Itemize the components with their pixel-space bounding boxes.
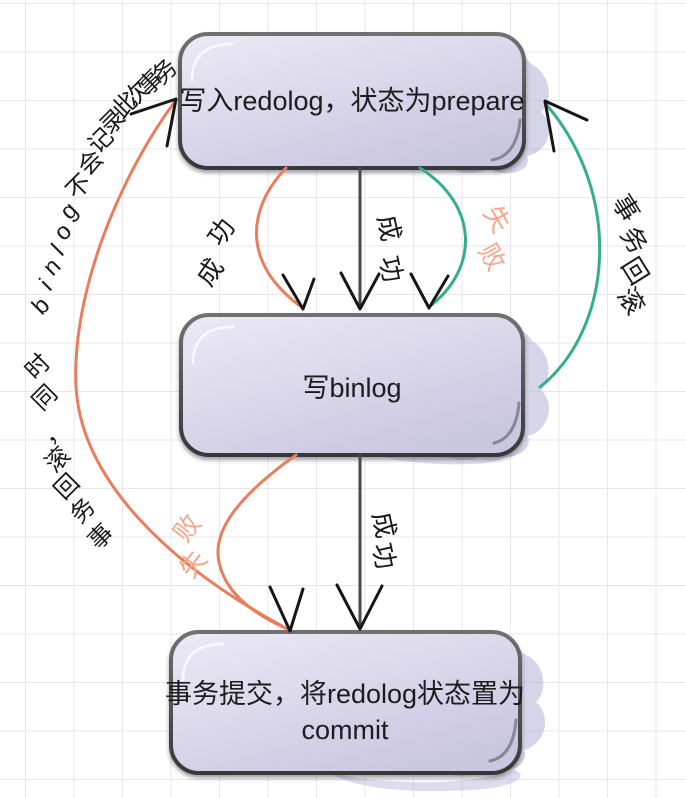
node-commit-box: [169, 630, 522, 775]
edge-label-rollback-no-binlog-char: 滚: [40, 442, 76, 478]
edge-label-prepare-binlog-fail-char: 失: [478, 200, 517, 238]
arrowhead-binlog-rollback: [543, 99, 589, 153]
node-binlog-label: 写binlog: [302, 373, 401, 403]
arrowhead-binlog-commit-fail: [268, 585, 305, 633]
edge-rollback-no-binlog: [74, 98, 284, 628]
edge-label-binlog-commit-fail-char: 败: [167, 509, 207, 548]
node-binlog: 写binlog: [179, 313, 550, 465]
edge-label-prepare-binlog-fail-char: 败: [473, 238, 512, 276]
arrowhead-binlog-commit-straight: [335, 583, 384, 631]
edge-prepare-binlog-fail-curve: [418, 166, 467, 309]
edge-label-prepare-binlog-success-straight-char: 功: [374, 253, 409, 285]
sketch-arc: [490, 118, 522, 162]
node-binlog-box: [179, 313, 525, 457]
sketch-arc: [181, 642, 225, 682]
edge-label-rollback-no-binlog-char: b: [27, 292, 56, 321]
edge-binlog-commit-fail-curve: [216, 453, 298, 632]
node-prepare-box: [178, 32, 526, 170]
arrowhead-prepare-binlog-curve: [281, 273, 316, 311]
edge-label-prepare-binlog-success-curve-char: 成: [190, 253, 229, 292]
arrowhead-prepare-binlog-fail: [409, 272, 450, 310]
edge-label-rollback-no-binlog-char: 时: [20, 349, 56, 385]
edge-binlog-rollback: [538, 101, 602, 389]
arrowhead-rollback-no-binlog: [129, 97, 178, 148]
sketch-arc: [492, 401, 521, 445]
edge-label-rollback-no-binlog-char: ，: [36, 414, 72, 450]
edge-label-binlog-commit-success-char: 功: [367, 540, 402, 572]
sketch-arc: [191, 325, 235, 365]
edge-label-prepare-binlog-success-straight-char: 成: [372, 212, 407, 244]
node-commit: 事务提交，将redolog状态置为 commit: [165, 630, 546, 792]
node-prepare: 写入redolog，状态为prepare: [178, 32, 549, 174]
edge-label-binlog-commit-success-char: 成: [367, 509, 402, 541]
sketch-arc: [190, 42, 234, 82]
node-commit-label-line1: 事务提交，将redolog状态置为: [165, 679, 525, 709]
edge-label-prepare-binlog-success-curve-char: 功: [201, 213, 240, 252]
sketch-arc: [488, 718, 518, 763]
node-commit-blob-tail: [330, 770, 521, 792]
arrowhead-prepare-binlog-straight: [339, 271, 381, 311]
edge-label-binlog-rollback-char: 滚: [611, 282, 650, 320]
node-commit-label-line2: commit: [302, 715, 389, 745]
node-prepare-label: 写入redolog，状态为prepare: [179, 86, 524, 116]
edge-label-rollback-no-binlog-char: 同: [27, 380, 63, 416]
edge-prepare-binlog-success-curve: [255, 166, 305, 310]
